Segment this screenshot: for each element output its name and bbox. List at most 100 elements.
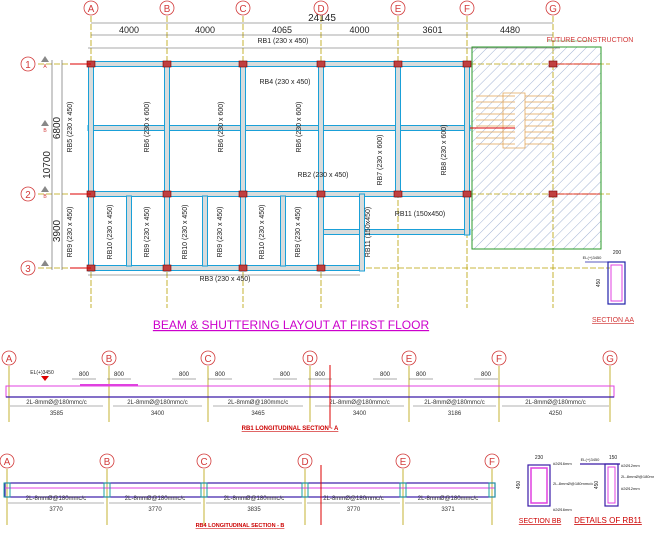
span-dim: 4065 <box>272 25 292 35</box>
column <box>316 60 326 68</box>
column <box>548 60 558 68</box>
beam-label: RB2 (230 x 450) <box>298 172 349 179</box>
beam-label: RB9 (230 x 450) <box>67 207 74 258</box>
plan-grid-b-label: B <box>164 4 171 15</box>
beam-label: RB9 (230 x 450) <box>144 207 151 258</box>
plan-grid-1-label: 1 <box>25 60 30 71</box>
section-b-stirrups: 2L-8mmØ@180mmc/c <box>418 496 478 502</box>
section-a-grid-g-bubble <box>602 350 618 366</box>
section-b-span: 3770 <box>49 507 63 513</box>
section-a-span: 3400 <box>151 411 165 417</box>
column <box>393 190 403 198</box>
section-aa-level: EL(+)3450 <box>583 255 603 260</box>
section-a-grid-d-bubble <box>302 350 318 366</box>
rb11-top-bar: #2Ø12mm <box>621 463 640 468</box>
section-b-grid-f-bubble <box>484 453 500 469</box>
section-bb-bottom-bar: #2Ø16mm <box>553 507 572 512</box>
beam-rb11-vertical <box>359 193 365 272</box>
span-dim: 4000 <box>119 25 139 35</box>
beam-label: RB1 (230 x 450) <box>258 38 309 45</box>
section-a-title: RB1 LONGITUDINAL SECTION - A <box>242 426 339 432</box>
plan-grid-2-bubble <box>20 186 36 202</box>
section-b-grid-e-bubble <box>395 453 411 469</box>
section-aa-outline <box>607 261 626 305</box>
rb11-stirrups: 2L-8mmØ@180mmc/c <box>621 474 654 479</box>
section-b-stirrups: 2L-8mmØ@180mmc/c <box>26 496 86 502</box>
beam-label: RB6 (230 x 600) <box>296 102 303 153</box>
section-aa-width: 200 <box>613 250 622 256</box>
section-bb-stirrups: 2L-8mmØ@180mmc/c <box>553 481 593 486</box>
plan-grid-a-label: A <box>88 4 95 15</box>
beam-rb8 <box>464 61 470 236</box>
beam-label: RB10 (230 x 450) <box>182 205 189 260</box>
section-a-lap: 800 <box>114 372 125 378</box>
section-bb-top-bar: #2Ø16mm <box>553 461 572 466</box>
section-a-lap: 800 <box>179 372 190 378</box>
span-dim: 3601 <box>422 25 442 35</box>
beam-rb11-horizontal <box>321 229 471 235</box>
section-b-support <box>200 482 208 498</box>
section-a-stirrups: 2L-8mmØ@180mmc/c <box>26 400 86 406</box>
column <box>162 190 172 198</box>
section-b-grid-e-label: E <box>400 457 407 468</box>
section-b-grid-c-bubble <box>196 453 212 469</box>
beam-rb5 <box>88 61 94 272</box>
beam-rb7 <box>395 61 401 198</box>
section-b-support <box>399 482 407 498</box>
section-mark: A <box>43 64 47 70</box>
beam-rb10 <box>280 195 286 267</box>
column <box>316 190 326 198</box>
plan-grid-g-bubble <box>545 0 561 16</box>
section-b-grid-c-label: C <box>200 457 207 468</box>
beam-rb6 <box>164 61 170 272</box>
section-a-stirrups: 2L-8mmØ@180mmc/c <box>329 400 389 406</box>
plan-grid-e-bubble <box>390 0 406 16</box>
section-b-grid-d-label: D <box>301 457 308 468</box>
plan-grid-g-label: G <box>549 4 557 15</box>
plan-grid-d-label: D <box>317 4 324 15</box>
section-b-stirrups: 2L-8mmØ@180mmc/c <box>224 496 284 502</box>
rb11-width: 150 <box>609 455 618 461</box>
section-arrow-icon <box>41 120 49 126</box>
section-a-grid-a-bubble <box>1 350 17 366</box>
section-a-span: 3186 <box>448 411 462 417</box>
section-arrow-icon <box>41 56 49 62</box>
beam-label: RB11 (150x450) <box>395 211 445 218</box>
section-arrow-icon <box>41 260 49 266</box>
overall-dim: 24145 <box>308 13 336 24</box>
plan-grid-c-label: C <box>239 4 246 15</box>
span-dim: 4000 <box>195 25 215 35</box>
section-a-level: EL(+)3450 <box>30 370 54 376</box>
section-a-lap: 800 <box>416 372 427 378</box>
section-bb-title: SECTION BB <box>519 518 562 525</box>
section-b-grid-a-label: A <box>4 457 11 468</box>
section-a-span: 3465 <box>251 411 265 417</box>
beam-label: RB7 (230 x 600) <box>377 135 384 186</box>
beam-label: RB6 (230 x 600) <box>144 102 151 153</box>
plan-grid-1-bubble <box>20 56 36 72</box>
beam-label: RB9 (230 x 450) <box>295 207 302 258</box>
section-bb-width: 230 <box>535 455 544 461</box>
section-b-span: 3835 <box>247 507 261 513</box>
row-dim: 3900 <box>52 219 63 242</box>
beam-rb2 <box>87 191 471 197</box>
rb11-title: DETAILS OF RB11 <box>574 516 642 525</box>
beam-label: RB10 (230 x 450) <box>107 205 114 260</box>
section-b-grid-b-label: B <box>104 457 111 468</box>
level-marker-icon <box>41 376 49 381</box>
column <box>462 190 472 198</box>
section-a-stirrups: 2L-8mmØ@180mmc/c <box>228 400 288 406</box>
column <box>162 60 172 68</box>
plan-grid-f-label: F <box>464 4 470 15</box>
section-a-lap: 800 <box>315 372 326 378</box>
beam-label: RB4 (230 x 450) <box>260 79 311 86</box>
section-a-grid-g-label: G <box>606 354 614 365</box>
section-bb-depth: 450 <box>516 481 522 490</box>
section-aa-depth: 450 <box>596 279 602 288</box>
section-a-stirrups: 2L-8mmØ@180mmc/c <box>127 400 187 406</box>
column <box>393 60 403 68</box>
section-a-grid-b-label: B <box>106 354 113 365</box>
row-dim: 6800 <box>52 116 63 139</box>
